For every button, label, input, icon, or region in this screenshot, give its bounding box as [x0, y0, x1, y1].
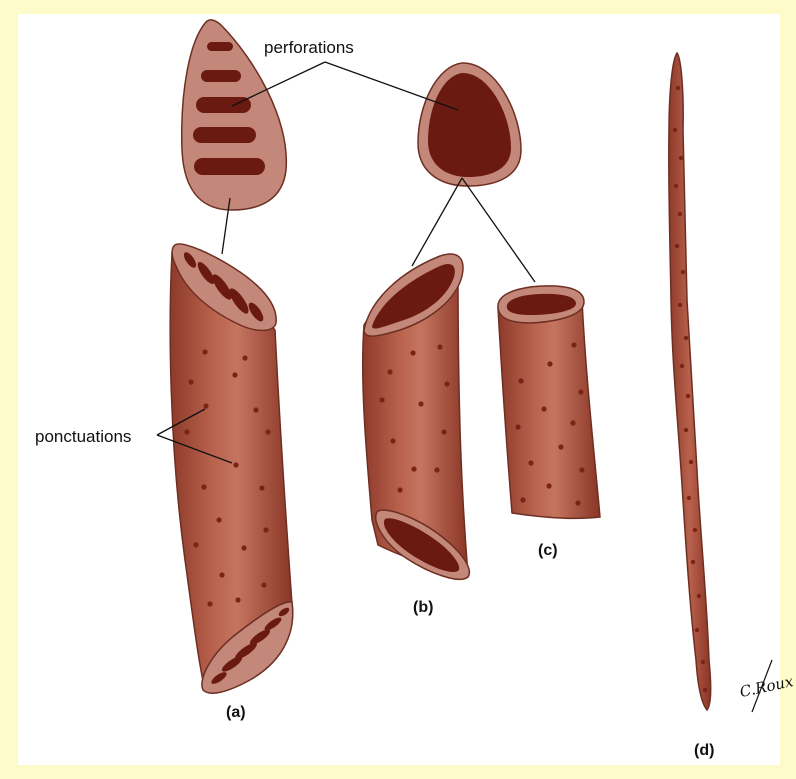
label-c: (c)	[538, 542, 558, 559]
label-a: (a)	[226, 704, 246, 721]
label-ponctuations: ponctuations	[35, 427, 131, 446]
plate-bc-detail	[418, 63, 521, 186]
artist-signature: C.Roux	[738, 660, 795, 712]
vessel-element-b	[363, 254, 470, 579]
label-perforations: perforations	[264, 38, 354, 57]
vessel-element-a	[170, 244, 293, 693]
vessel-element-c	[498, 286, 600, 519]
label-b: (b)	[413, 599, 433, 616]
label-d: (d)	[694, 742, 714, 759]
tracheid-d	[669, 53, 711, 710]
signature-text: C.Roux	[738, 672, 795, 701]
